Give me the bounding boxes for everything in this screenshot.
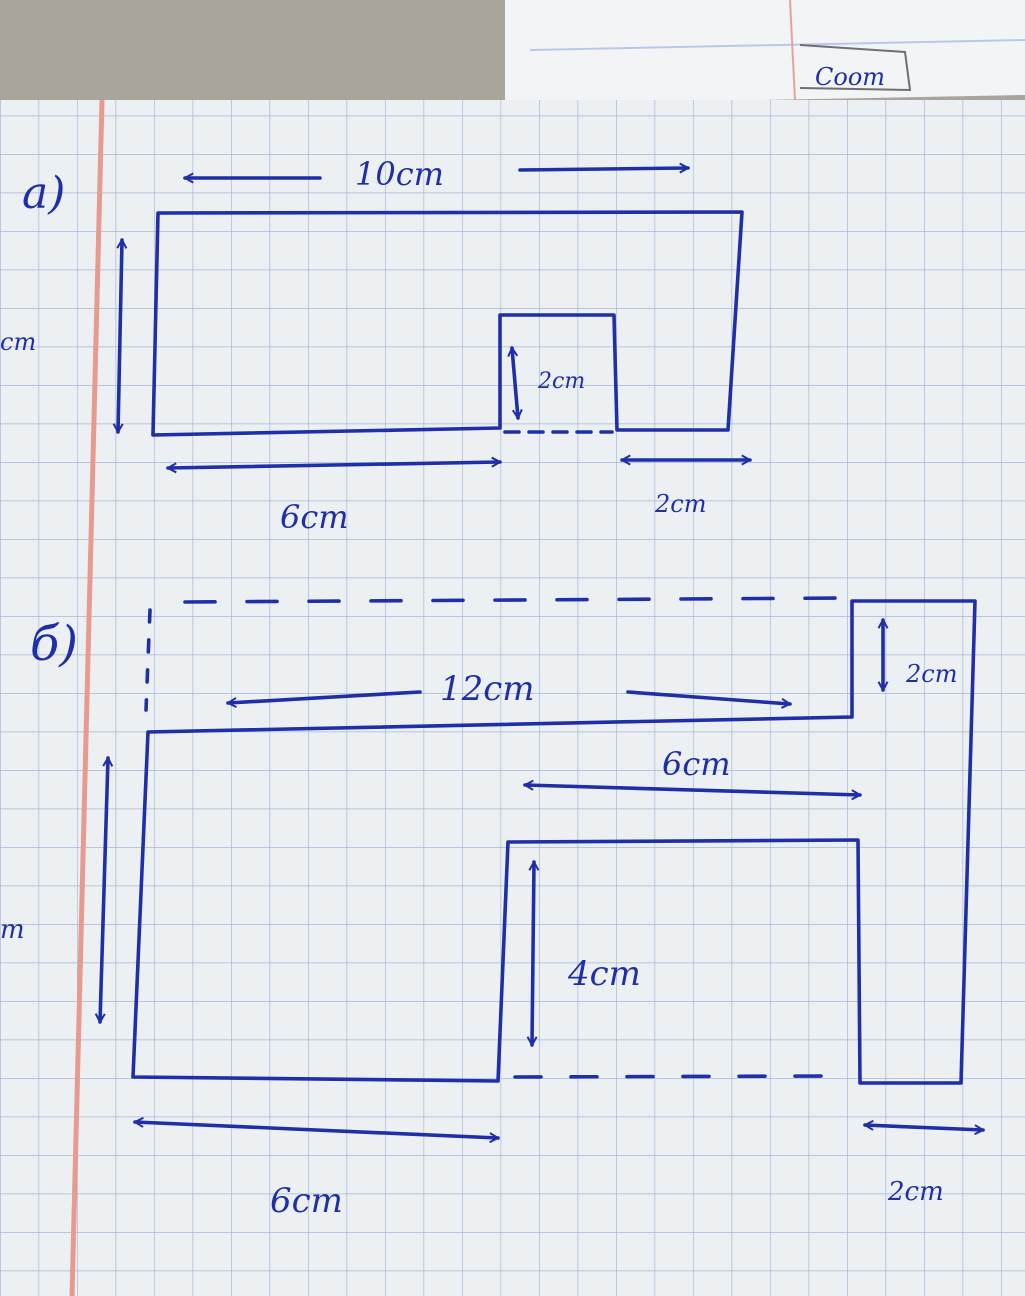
figure-b-left-arrow [100,758,108,1022]
figure-a-notch-arrow [512,348,518,418]
figure-a-top-arrow-right [518,168,688,170]
figure-b-bottom-left-label: 6cm [270,1181,343,1221]
figure-b-notch-width-label: 6cm [662,745,731,783]
figure-b-top-dashed-line [183,596,847,604]
figure-b: б) 12cm 2cm 6cm 4cm m 6cm 2cm [0,596,983,1221]
figure-a: a) 10cm cm 2cm 6cm 2cm [0,155,750,536]
figure-b-left-label: m [0,915,25,945]
figure-b-bottom-left-arrow [135,1122,498,1138]
figure-a-marker: a) [22,168,65,219]
figure-b-notch-height-label: 4cm [567,954,641,994]
figure-b-notch-width-arrow [525,785,860,795]
back-paper-note: Coom [815,63,885,91]
figure-a-left-arrow [118,240,122,432]
figure-a-bottom-left-arrow [168,462,500,468]
figure-b-top-arrow-left [228,690,422,703]
figure-a-notch-label: 2cm [537,369,585,394]
figure-a-bottom-left-label: 6cm [280,498,349,536]
figure-b-marker: б) [30,616,78,672]
back-paper: Coom [505,0,1025,105]
figure-b-shape [131,599,977,1085]
figure-a-shape [151,210,744,437]
grid-paper [0,99,1025,1296]
figure-a-top-label: 10cm [355,155,444,193]
figure-b-notch-height-arrow [532,862,534,1045]
figure-b-bottom-right-label: 2cm [887,1177,944,1207]
figure-b-bottom-right-arrow [865,1125,983,1130]
figure-b-top-arrow-right [626,690,790,704]
figure-a-bottom-right-label: 2cm [654,490,706,518]
figure-b-step-label: 2cm [905,660,957,688]
margin-line [69,99,105,1296]
figure-a-left-label: cm [0,328,36,356]
figure-b-top-label: 12cm [440,669,535,709]
